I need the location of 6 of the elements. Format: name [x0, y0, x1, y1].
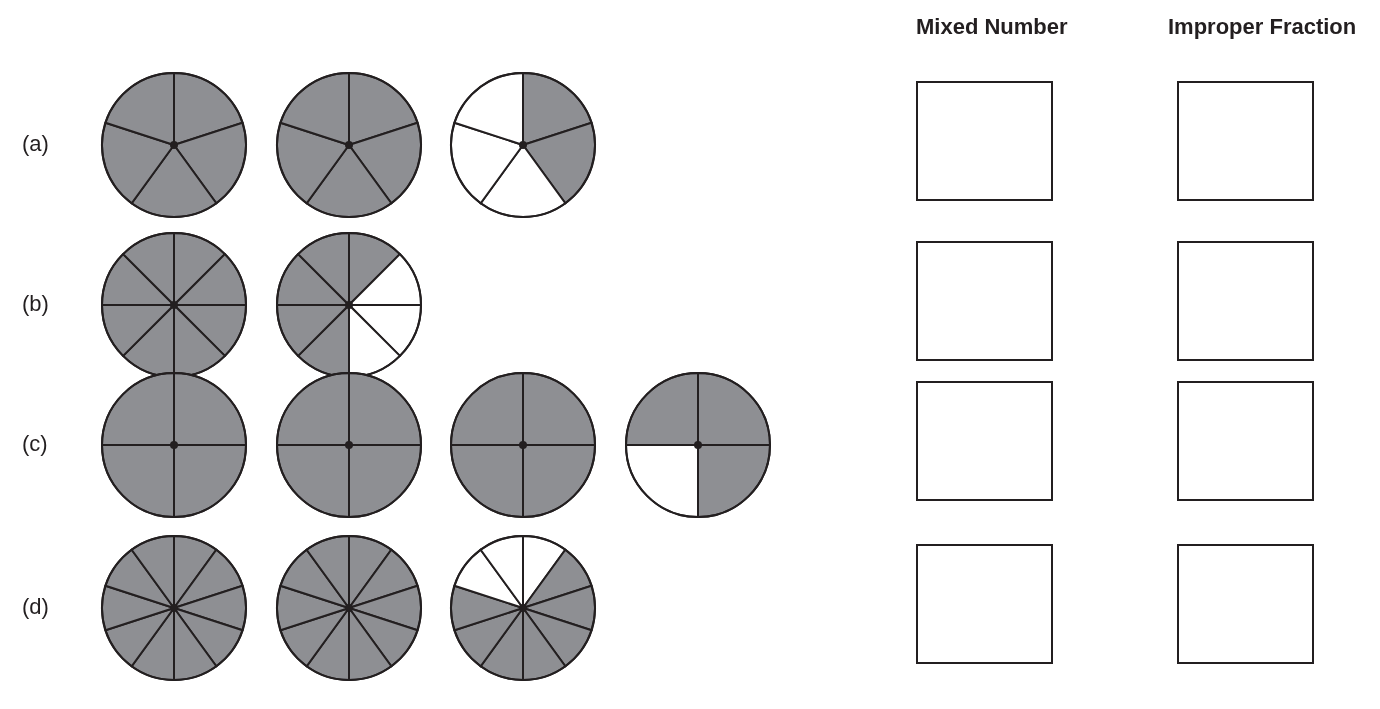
row-label: (b)	[22, 291, 49, 317]
row-label: (d)	[22, 594, 49, 620]
column-header: Improper Fraction	[1168, 14, 1357, 40]
row-label: (c)	[22, 431, 48, 457]
row-label: (a)	[22, 131, 49, 157]
column-header: Mixed Number	[916, 14, 1068, 40]
